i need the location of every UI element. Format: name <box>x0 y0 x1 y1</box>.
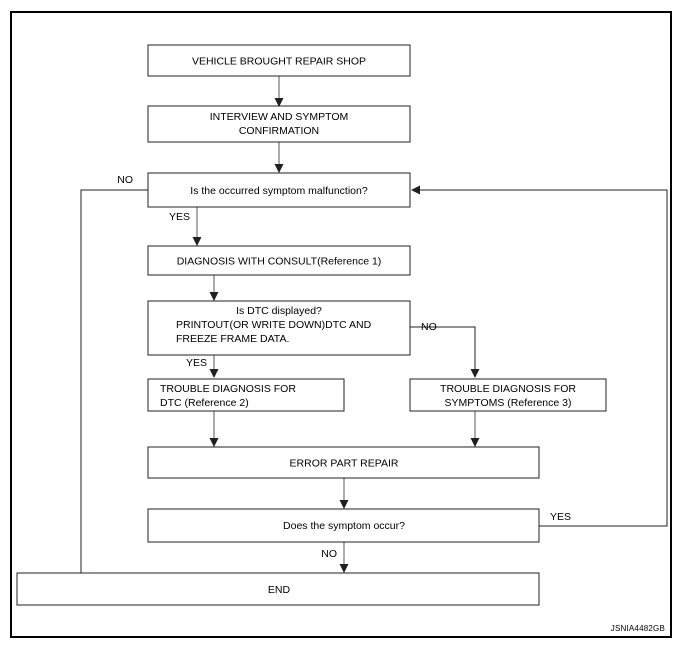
node-label-line3: FREEZE FRAME DATA. <box>176 333 289 345</box>
arrow-dtc-no-to-symptoms <box>470 369 480 378</box>
arrow-diagsym-to-repair <box>470 438 480 447</box>
branch-label-dtc-yes: YES <box>186 357 207 369</box>
node-trouble-diagnosis-for-symptoms[interactable]: TROUBLE DIAGNOSIS FOR SYMPTOMS (Referenc… <box>409 378 607 412</box>
connector-symptom-yes-to-malfunction <box>417 189 668 527</box>
node-label-line2: SYMPTOMS (Reference 3) <box>444 397 571 409</box>
node-box[interactable] <box>147 508 540 543</box>
branch-label-malfunction-no: NO <box>117 174 133 186</box>
node-label: Does the symptom occur? <box>283 520 405 532</box>
node-box[interactable] <box>409 378 607 412</box>
node-end[interactable]: END <box>16 572 540 606</box>
arrow-malfunction-yes-to-consult <box>192 237 202 246</box>
node-is-dtc-displayed[interactable]: Is DTC displayed? PRINTOUT(OR WRITE DOWN… <box>147 300 411 356</box>
node-box[interactable] <box>147 172 411 208</box>
node-box[interactable] <box>147 105 411 143</box>
node-diagnosis-with-consult[interactable]: DIAGNOSIS WITH CONSULT(Reference 1) <box>147 245 411 276</box>
arrow-start-to-interview <box>274 98 284 107</box>
node-label-line2: DTC (Reference 2) <box>160 397 249 409</box>
figure-code-label: JSNIA4482GB <box>611 624 665 633</box>
arrow-symptom-yes-to-malfunction <box>411 185 420 195</box>
node-does-symptom-occur[interactable]: Does the symptom occur? <box>147 508 540 543</box>
node-error-part-repair[interactable]: ERROR PART REPAIR <box>147 446 540 479</box>
arrow-consult-to-dtc <box>209 292 219 301</box>
node-vehicle-brought-repair-shop[interactable]: VEHICLE BROUGHT REPAIR SHOP <box>147 44 411 77</box>
node-box[interactable] <box>147 245 411 276</box>
node-box[interactable] <box>147 446 540 479</box>
branch-label-malfunction-yes: YES <box>169 211 190 223</box>
connectors <box>76 76 668 584</box>
node-box[interactable] <box>147 378 345 412</box>
node-box[interactable] <box>147 300 411 356</box>
branch-label-symptom-no: NO <box>321 548 337 560</box>
node-interview-and-symptom-confirmation[interactable]: INTERVIEW AND SYMPTOM CONFIRMATION <box>147 105 411 143</box>
node-label-line1: INTERVIEW AND SYMPTOM <box>210 111 348 123</box>
connector-dtc-no-to-symptoms <box>410 326 476 372</box>
arrow-diagdtc-to-repair <box>209 438 219 447</box>
node-label: Is the occurred symptom malfunction? <box>190 185 368 197</box>
node-label-line1: TROUBLE DIAGNOSIS FOR <box>440 383 576 395</box>
node-box[interactable] <box>147 44 411 77</box>
node-label-line2: CONFIRMATION <box>239 125 319 137</box>
branch-labels: NO YES NO YES YES NO <box>117 174 571 560</box>
branch-label-dtc-no: NO <box>421 321 437 333</box>
node-is-symptom-malfunction[interactable]: Is the occurred symptom malfunction? <box>147 172 411 208</box>
arrow-repair-to-symptom <box>339 500 349 509</box>
node-label-line1: Is DTC displayed? <box>236 305 322 317</box>
node-label: END <box>268 584 291 596</box>
node-label: VEHICLE BROUGHT REPAIR SHOP <box>192 56 366 68</box>
node-box[interactable] <box>16 572 540 606</box>
connector-malfunction-no-to-end <box>80 189 148 578</box>
branch-label-symptom-yes: YES <box>550 511 571 523</box>
arrow-symptom-no-to-end <box>339 564 349 573</box>
figure-frame <box>9 10 673 639</box>
node-label: ERROR PART REPAIR <box>290 458 399 470</box>
arrow-interview-to-malfunction <box>274 164 284 173</box>
node-label-line2: PRINTOUT(OR WRITE DOWN)DTC AND <box>176 319 372 331</box>
node-trouble-diagnosis-for-dtc[interactable]: TROUBLE DIAGNOSIS FOR DTC (Reference 2) <box>147 378 345 412</box>
node-label: DIAGNOSIS WITH CONSULT(Reference 1) <box>177 256 382 268</box>
arrow-dtc-yes-to-diag <box>209 369 219 378</box>
node-label-line1: TROUBLE DIAGNOSIS FOR <box>160 383 296 395</box>
